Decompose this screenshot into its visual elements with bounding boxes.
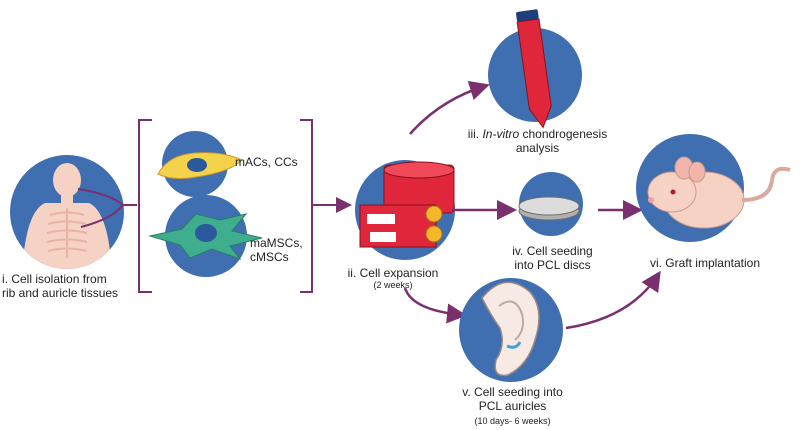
human-torso-icon	[10, 155, 124, 269]
step-expansion-line1: ii. Cell expansion	[347, 266, 439, 280]
step-pcl-auricles-duration: (10 days- 6 weeks)	[474, 416, 551, 426]
step-expansion-label: ii. Cell expansion (2 weeks)	[338, 266, 448, 291]
cell-types-bracket	[138, 119, 313, 293]
step-pcl-auricles-line1: v. Cell seeding into	[462, 385, 563, 399]
step-pcl-discs-line1: iv. Cell seeding	[512, 244, 593, 258]
step-chondrogenesis-suffix: chondrogenesis	[519, 127, 608, 141]
arrow-auricle-to-graft	[565, 270, 661, 330]
step-pcl-discs-label: iv. Cell seeding into PCL discs	[500, 244, 605, 272]
falcon-tube-icon	[488, 9, 582, 129]
step-chondrogenesis-prefix: iii.	[467, 127, 483, 141]
step-chondrogenesis-italic: In-vitro	[482, 127, 520, 141]
msc-label-line1: maMSCs,	[250, 236, 303, 250]
chondrocyte-cell-icon	[157, 131, 243, 197]
msc-cell-icon	[148, 195, 263, 277]
step-isolation-line2: rib and auricle tissues	[2, 286, 119, 300]
step-pcl-auricles-line2: PCL auricles	[478, 399, 547, 413]
step-isolation-line1: i. Cell isolation from	[2, 272, 107, 286]
arrow-to-chondrogenesis	[409, 80, 490, 135]
msc-label: maMSCs, cMSCs	[250, 236, 310, 264]
arrow-to-pcl-auricles	[403, 287, 467, 324]
nude-mouse-icon	[636, 134, 791, 242]
cell-culture-flask-icon	[355, 160, 455, 260]
source-connector	[77, 188, 137, 228]
step-graft-label: vi. Graft implantation	[649, 256, 761, 270]
step-pcl-auricles-label: v. Cell seeding into PCL auricles (10 da…	[450, 385, 575, 427]
msc-label-line2: cMSCs	[250, 250, 289, 264]
ear-scaffold-icon	[459, 278, 563, 382]
step-chondrogenesis-label: iii. In-vitro chondrogenesis analysis	[455, 127, 620, 155]
step-pcl-discs-line2: into PCL discs	[514, 258, 591, 272]
step-isolation-label: i. Cell isolation from rib and auricle t…	[2, 272, 132, 300]
step-chondrogenesis-line2: analysis	[515, 141, 560, 155]
pcl-disc-icon	[518, 172, 583, 236]
step-expansion-duration: (2 weeks)	[373, 280, 413, 290]
step-chondrogenesis-line1: iii. In-vitro chondrogenesis	[455, 127, 620, 141]
chondrocyte-label: mACs, CCs	[235, 155, 298, 169]
